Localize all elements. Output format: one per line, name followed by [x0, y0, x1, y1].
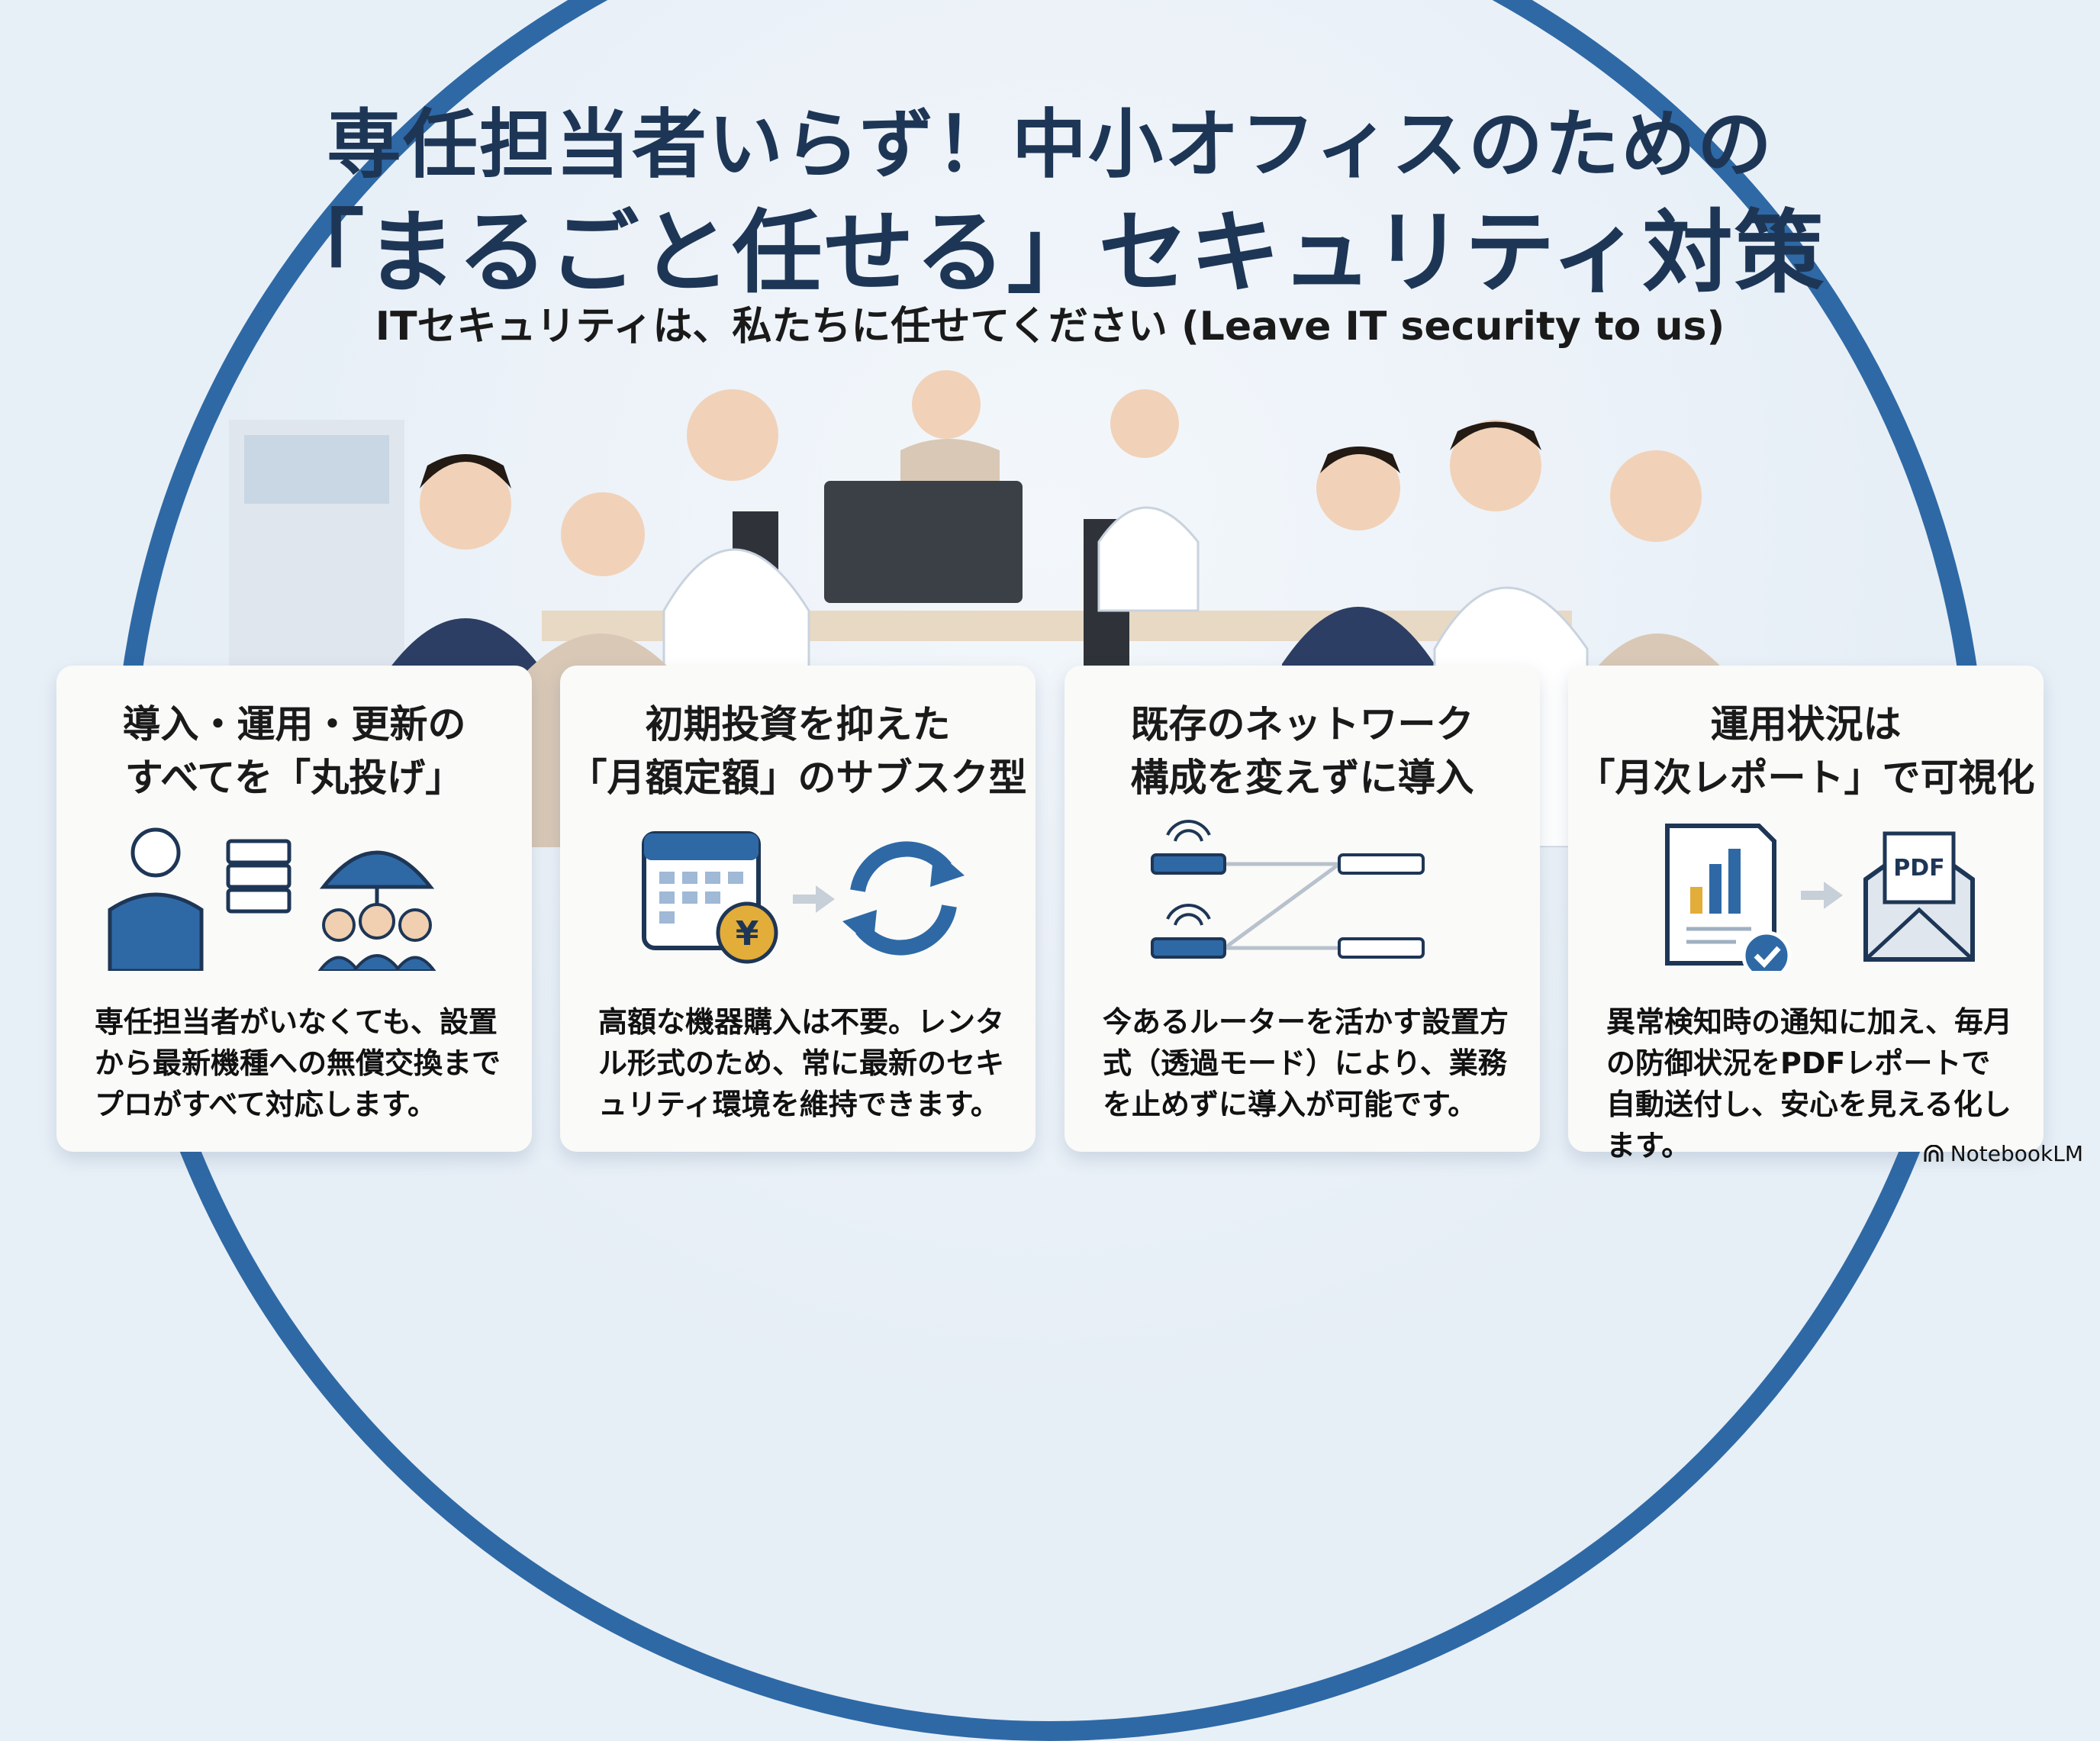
feature-card-outsourcing: 導入・運用・更新のすべてを「丸投げ」 専任担当者がいなくても、設置から最新機種へ… [56, 666, 532, 1152]
feature-card-subscription: 初期投資を抑えた「月額定額」のサブスク型 ¥ 高額な機器購入は不要。レンタル形式… [560, 666, 1036, 1152]
card-body: 今あるルーターを活かす設置方式（透過モード）により、業務を止めずに導入が可能です… [1103, 1005, 1509, 1121]
card-heading-line1: 導入・運用・更新の [122, 702, 466, 746]
report-icon: PDF [1665, 824, 1975, 971]
page-subtitle: ITセキュリティは、私たちに任せてください (Leave IT security… [375, 304, 1725, 350]
arrow-right-icon [793, 885, 835, 913]
card-heading-line1: 既存のネットワーク [1130, 702, 1474, 746]
yen-coin-icon [716, 901, 778, 964]
monitor [824, 481, 1023, 603]
card-body: 異常検知時の通知に加え、毎月の防御状況をPDFレポートで自動送付し、安心を見える… [1606, 1005, 2013, 1162]
svg-text:¥: ¥ [736, 914, 759, 953]
card-heading-line1: 運用状況は [1710, 702, 1902, 746]
watermark-text: NotebookLM [1950, 1141, 2083, 1166]
notebooklm-logo-icon [1924, 1144, 1944, 1162]
card-heading-line2: 構成を変えずに導入 [1130, 756, 1474, 800]
switch-icon [1338, 853, 1425, 875]
page-title-line1: 専任担当者いらず！中小オフィスのための [326, 102, 1774, 189]
firewall-device-icon [1338, 937, 1425, 959]
card-heading-line2: 「月額定額」のサブスク型 [568, 756, 1027, 800]
pdf-label: PDF [1893, 855, 1944, 882]
check-icon [1741, 930, 1792, 971]
feature-card-report: 運用状況は「月次レポート」で可視化 PDF 異常検知時の通知に加え、毎月の防御状… [1568, 666, 2044, 1162]
people-heads [420, 370, 1702, 576]
card-heading-line2: 「月次レポート」で可視化 [1577, 756, 2035, 800]
page-title-line2: 「まるごと任せる」セキュリティ対策 [274, 200, 1826, 305]
card-heading-line1: 初期投資を抑えた [645, 702, 951, 746]
card-body: 高額な機器購入は不要。レンタル形式のため、常に最新のセキュリティ環境を維持できま… [598, 1005, 1005, 1121]
outsourcing-icon [108, 827, 436, 971]
router-icon [1151, 853, 1226, 875]
subscription-icon: ¥ [642, 831, 965, 964]
feature-card-network: 既存のネットワーク構成を変えずに導入 今あるルーターを活かす設置方式（透過モード… [1064, 666, 1540, 1152]
router-icon [1151, 937, 1226, 959]
arrow-right-icon [1801, 882, 1843, 909]
card-heading-line2: すべてを「丸投げ」 [124, 756, 464, 800]
notebooklm-watermark: NotebookLM [1923, 1141, 2083, 1166]
network-icon [1151, 819, 1425, 959]
card-body: 専任担当者がいなくても、設置から最新機種への無償交換までプロがすべて対応します。 [95, 1005, 501, 1121]
